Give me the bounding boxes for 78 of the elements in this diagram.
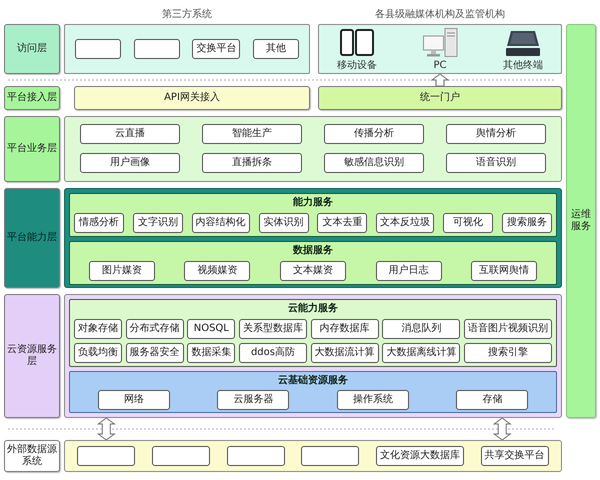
device-caption: PC bbox=[434, 60, 446, 72]
module-box: 云直播 bbox=[80, 124, 180, 144]
business-panel bbox=[64, 116, 562, 182]
module-box: 传播分析 bbox=[324, 124, 424, 144]
group-title: 云基础资源服务 bbox=[278, 374, 348, 387]
module-box: 语音识别 bbox=[446, 152, 546, 173]
module-box bbox=[75, 38, 122, 58]
module-box: 内容结构化 bbox=[192, 213, 250, 233]
layer-label: 平台业务层 bbox=[4, 116, 60, 182]
module-box: 图片媒资 bbox=[88, 261, 155, 281]
group-title: 云能力服务 bbox=[288, 302, 338, 315]
module-box: 数据采集 bbox=[187, 343, 236, 363]
module-box bbox=[134, 38, 180, 58]
layer-label: 访问层 bbox=[4, 24, 60, 74]
module-box: 服务器安全 bbox=[126, 343, 184, 363]
access-panel: API网关接入 bbox=[74, 86, 310, 110]
module-box: 文本反垃圾 bbox=[376, 213, 434, 233]
service-group bbox=[69, 299, 557, 367]
service-group bbox=[69, 193, 557, 237]
module-box: 舆情分析 bbox=[446, 124, 546, 144]
module-box: 搜索服务 bbox=[502, 213, 552, 233]
module-box: 搜索引擎 bbox=[464, 343, 552, 363]
module-box: 消息队列 bbox=[382, 319, 460, 339]
module-box: 内存数据库 bbox=[310, 319, 379, 339]
group-title: 数据服务 bbox=[292, 244, 333, 257]
module-box: 智能生产 bbox=[202, 124, 302, 144]
service-group bbox=[69, 371, 557, 413]
service-group bbox=[69, 241, 557, 285]
layer-label: 外部数据源系统 bbox=[4, 440, 60, 472]
module-box: 文化资源大数据库 bbox=[376, 446, 464, 466]
layer-label: 平台接入层 bbox=[4, 86, 60, 110]
module-box: 用户日志 bbox=[376, 261, 442, 281]
module-box: 对象存储 bbox=[74, 319, 122, 339]
module-box: 分布式存储 bbox=[126, 319, 184, 339]
module-box bbox=[152, 446, 210, 466]
device-caption: 移动设备 bbox=[337, 60, 377, 72]
module-box: 互联网舆情 bbox=[471, 261, 538, 281]
module-box: 大数据离线计算 bbox=[382, 343, 460, 363]
data-source-panel bbox=[64, 440, 562, 472]
layer-label: 云资源服务层 bbox=[4, 294, 60, 418]
resource-panel bbox=[64, 294, 562, 418]
module-box: 操作系统 bbox=[336, 390, 409, 410]
module-box: 直播拆条 bbox=[202, 152, 302, 173]
module-box: 语音图片视频识别 bbox=[464, 319, 552, 339]
group-title: 能力服务 bbox=[292, 196, 333, 209]
module-box: 用户画像 bbox=[80, 152, 180, 173]
module-box bbox=[301, 446, 360, 466]
module-box: 大数据流计算 bbox=[310, 343, 379, 363]
layer-label: 平台能力层 bbox=[4, 188, 60, 288]
block-arrow bbox=[430, 73, 450, 86]
module-box: 文本媒资 bbox=[280, 261, 346, 281]
module-box: 可视化 bbox=[443, 213, 494, 233]
module-box: 云服务器 bbox=[217, 390, 290, 410]
device-caption: 其他终端 bbox=[503, 60, 543, 72]
panel-heading: 各县级融媒体机构及监管机构 bbox=[375, 8, 505, 21]
module-box: ddos高防 bbox=[238, 343, 307, 363]
module-box: NOSQL bbox=[187, 319, 236, 339]
module-box: 文本去重 bbox=[317, 213, 368, 233]
module-box: 敏感信息识别 bbox=[324, 152, 424, 173]
panel-heading: 第三方系统 bbox=[162, 8, 212, 21]
module-box: 实体识别 bbox=[258, 213, 309, 233]
module-box: 共享交换平台 bbox=[480, 446, 549, 466]
module-box bbox=[77, 446, 136, 466]
module-box: 其他 bbox=[252, 38, 299, 58]
module-box: 存储 bbox=[456, 390, 528, 410]
capability-panel bbox=[64, 188, 562, 288]
module-box: 交换平台 bbox=[192, 38, 240, 58]
module-box bbox=[226, 446, 285, 466]
module-box: 负载均衡 bbox=[74, 343, 122, 363]
module-box: 情感分析 bbox=[74, 213, 124, 233]
service-bar: 运维服务 bbox=[566, 24, 596, 418]
portal-panel: 统一门户 bbox=[318, 86, 562, 110]
module-box: 文字识别 bbox=[132, 213, 183, 233]
module-box: 网络 bbox=[98, 390, 170, 410]
block-arrow bbox=[96, 417, 116, 441]
module-box: 关系型数据库 bbox=[238, 319, 307, 339]
block-arrow bbox=[492, 417, 512, 441]
module-box: 视频媒资 bbox=[184, 261, 250, 281]
